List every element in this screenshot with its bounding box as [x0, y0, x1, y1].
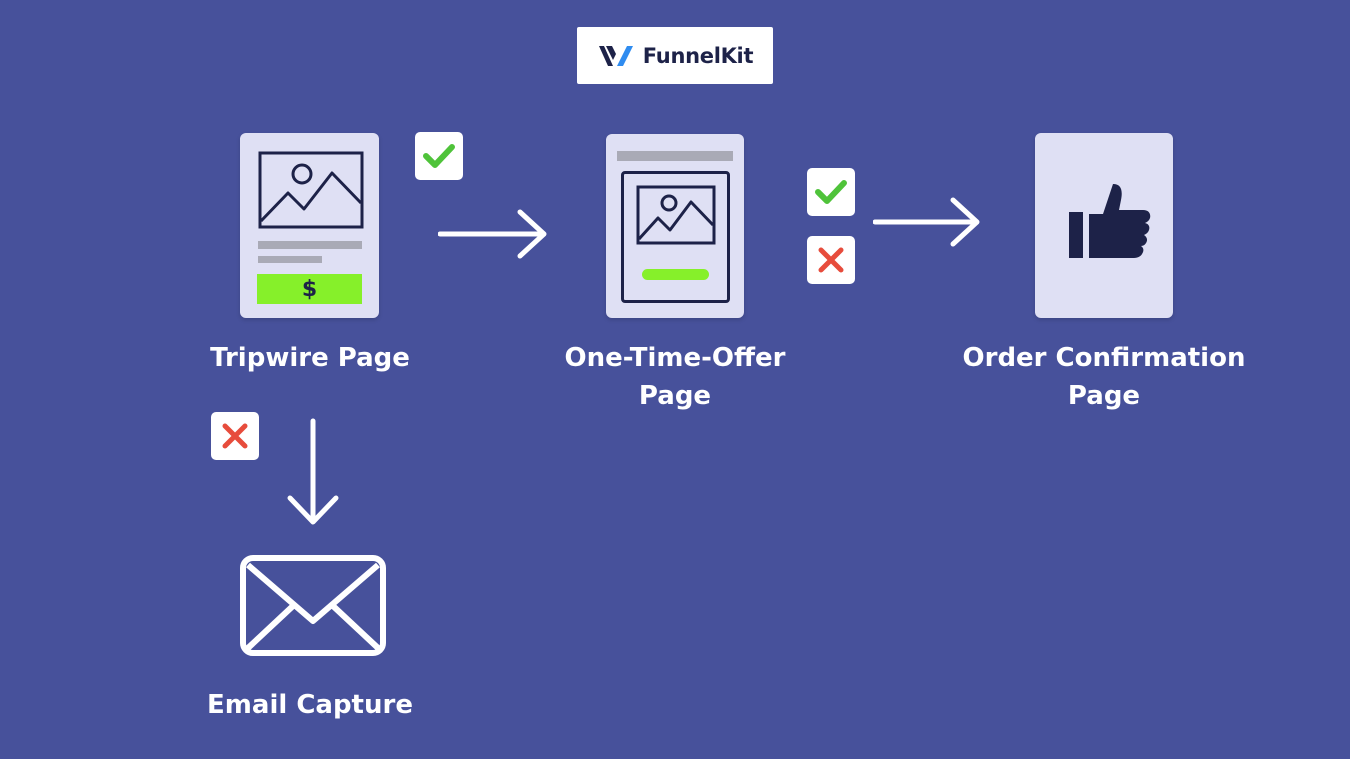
dollar-sign: $: [301, 276, 318, 302]
one-time-offer-page-label: One-Time-Offer Page: [535, 339, 815, 415]
funnelkit-logo-icon: [598, 45, 633, 66]
label-line: One-Time-Offer: [564, 343, 786, 373]
arrow-icon: [873, 197, 980, 247]
one-time-offer-page-card: [606, 134, 744, 318]
envelope-icon: [240, 555, 386, 656]
image-placeholder-icon: [636, 185, 716, 245]
label-line: Page: [1067, 381, 1141, 411]
thumbs-up-icon: [1069, 184, 1151, 258]
buy-button-placeholder: $: [257, 274, 362, 304]
check-icon: [423, 144, 455, 168]
check-icon: [815, 180, 847, 204]
accept-badge: [415, 132, 463, 180]
accept-badge: [807, 168, 855, 216]
tripwire-page-label: Tripwire Page: [210, 343, 410, 373]
image-placeholder-icon: [258, 151, 364, 229]
decline-badge: [211, 412, 259, 460]
decline-badge: [807, 236, 855, 284]
cross-icon: [222, 423, 248, 449]
order-confirmation-page-card: [1035, 133, 1173, 318]
offer-frame: [621, 171, 730, 303]
offer-button-placeholder: [642, 269, 709, 280]
arrow-icon: [438, 209, 547, 259]
text-line-placeholder: [258, 256, 322, 263]
funnelkit-logo: FunnelKit: [577, 27, 773, 84]
text-line-placeholder: [258, 241, 362, 249]
order-confirmation-page-label: Order Confirmation Page: [944, 339, 1264, 415]
label-line: Order Confirmation: [962, 343, 1246, 373]
email-capture-label: Email Capture: [207, 690, 413, 720]
funnelkit-logo-text: FunnelKit: [642, 43, 754, 68]
tripwire-page-card: $: [240, 133, 379, 318]
header-bar-placeholder: [617, 151, 733, 161]
label-line: Page: [638, 381, 712, 411]
cross-icon: [818, 247, 844, 273]
arrow-down-icon: [287, 418, 339, 525]
